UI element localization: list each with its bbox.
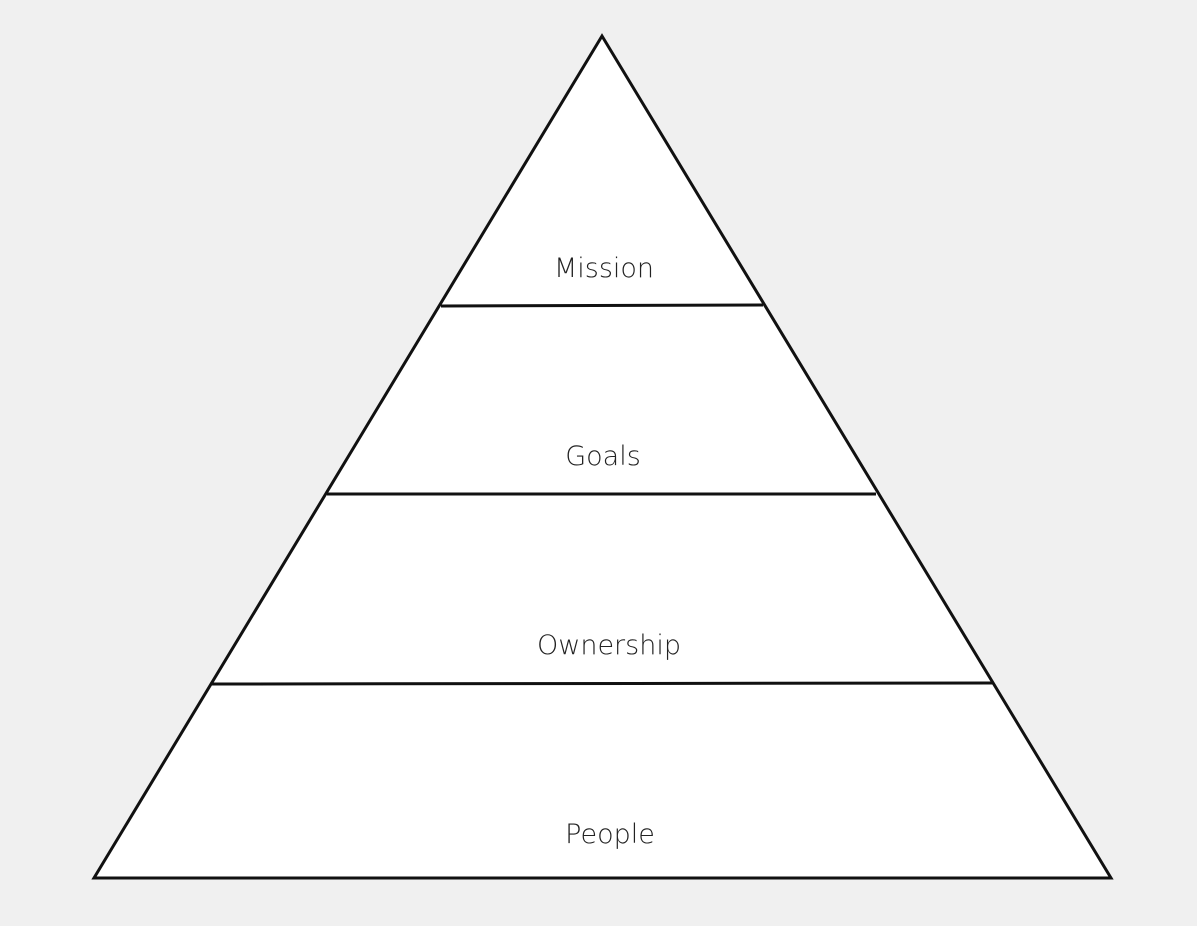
- tier-label-goals: Goals: [565, 441, 641, 472]
- tier-divider-mission-goals: [440, 303, 764, 308]
- tier-label-people: People: [565, 819, 655, 850]
- tier-label-ownership: Ownership: [537, 630, 681, 661]
- tier-divider-ownership-people: [209, 681, 994, 686]
- pyramid-outline: [91, 33, 1114, 880]
- tier-label-mission: Mission: [554, 253, 654, 284]
